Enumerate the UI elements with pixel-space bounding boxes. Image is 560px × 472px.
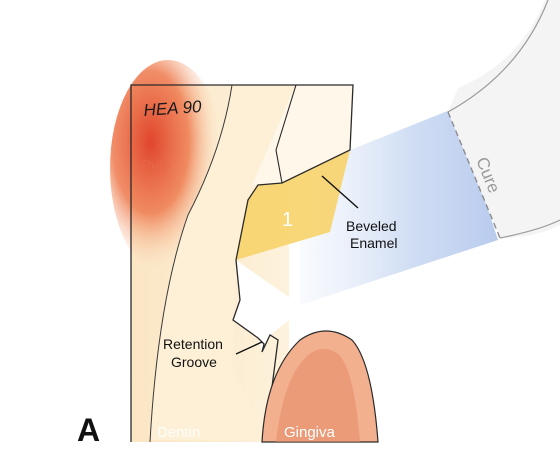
beveled-enamel-leader — [321, 175, 359, 209]
restoration-1 — [236, 150, 350, 260]
dentin-layer — [150, 85, 296, 440]
tooth-outline — [130, 84, 354, 443]
beveled-enamel-label-line2: Enamel — [350, 235, 397, 251]
panel-letter: A — [77, 412, 100, 448]
signature-text: HEA 90 — [143, 97, 203, 120]
retention-groove-leader — [235, 341, 263, 355]
dentin-enamel-junction — [275, 84, 297, 184]
curing-light-beam — [300, 108, 498, 305]
gingiva-inner — [276, 348, 360, 442]
retention-groove-label-line2: Groove — [171, 354, 217, 370]
enamel-layer — [252, 85, 353, 185]
curing-light-tip-outline — [447, 0, 549, 113]
curing-light-tip-lower — [499, 219, 560, 239]
restoration-label: 1 — [282, 209, 293, 231]
retention-groove-label-line1: Retention — [163, 336, 223, 352]
dentin-label: Dentin — [157, 424, 200, 441]
gingiva-label: Gingiva — [284, 424, 336, 441]
beveled-enamel-label-line1: Beveled — [346, 218, 397, 234]
cavity-preparation — [233, 260, 300, 352]
pulp-dentin-boundary — [149, 84, 233, 443]
curing-light-tip-dashes — [447, 111, 501, 239]
pulp-label: Pulp — [142, 157, 170, 173]
